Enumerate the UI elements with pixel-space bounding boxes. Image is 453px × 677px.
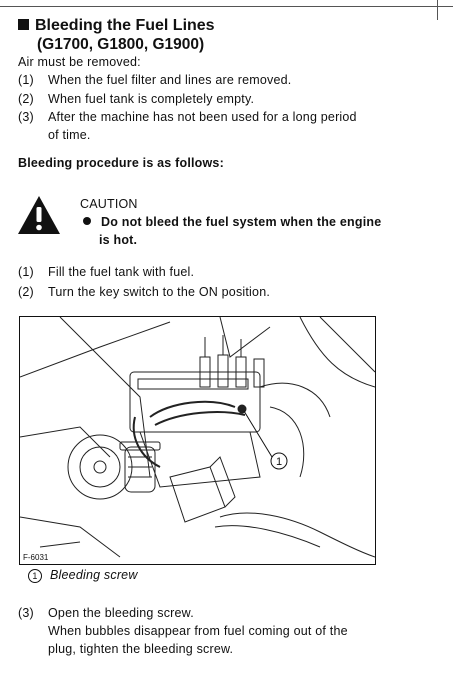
- step-continuation: plug, tighten the bleeding screw.: [48, 642, 234, 656]
- condition-item: (2) When fuel tank is completely empty.: [18, 92, 254, 107]
- condition-text: After the machine has not been used for …: [48, 110, 357, 124]
- step-text: Open the bleeding screw.: [48, 606, 194, 620]
- section-models: (G1700, G1800, G1900): [37, 36, 205, 53]
- step-item: (3) Open the bleeding screw.: [18, 606, 194, 621]
- condition-item: (1) When the fuel filter and lines are re…: [18, 73, 291, 88]
- callout-number: 1: [276, 456, 282, 468]
- condition-number: (1): [18, 73, 34, 87]
- engine-figure: 1 F-6031: [19, 316, 376, 565]
- condition-item: (3) After the machine has not been used f…: [18, 110, 357, 125]
- step-item: (1) Fill the fuel tank with fuel.: [18, 265, 194, 280]
- bullet-square-icon: [18, 19, 29, 30]
- condition-number: (3): [18, 110, 34, 124]
- figure-label: F-6031: [23, 553, 49, 562]
- step-number: (3): [18, 606, 34, 620]
- step-item: (2) Turn the key switch to the ON positio…: [18, 285, 270, 300]
- figure-legend: 1 Bleeding screw: [28, 568, 138, 583]
- caution-text: Do not bleed the fuel system when the en…: [101, 215, 382, 229]
- page-edge-rule: [437, 0, 438, 20]
- step-text: Fill the fuel tank with fuel.: [48, 265, 195, 279]
- section-title-text: Bleeding the Fuel Lines: [35, 17, 215, 34]
- caution-title: CAUTION: [80, 197, 138, 211]
- step-number: (1): [18, 265, 34, 279]
- legend-number: 1: [28, 569, 42, 583]
- condition-number: (2): [18, 92, 34, 106]
- step-text: Turn the key switch to the ON position.: [48, 285, 271, 299]
- procedure-heading: Bleeding procedure is as follows:: [18, 156, 224, 170]
- warning-triangle-icon: [18, 196, 60, 234]
- condition-text: When fuel tank is completely empty.: [48, 92, 255, 106]
- section-title: Bleeding the Fuel Lines: [18, 17, 215, 35]
- condition-text: When the fuel filter and lines are remov…: [48, 73, 292, 87]
- step-continuation: When bubbles disappear from fuel coming …: [48, 624, 348, 638]
- top-rule: [0, 6, 453, 7]
- caution-continuation: is hot.: [99, 233, 138, 247]
- legend-text: Bleeding screw: [50, 568, 138, 582]
- engine-illustration: 1: [20, 317, 375, 558]
- bullet-dot-icon: [83, 217, 91, 225]
- caution-line: Do not bleed the fuel system when the en…: [80, 215, 381, 230]
- condition-continuation: of time.: [48, 128, 91, 142]
- intro-text: Air must be removed:: [18, 55, 141, 69]
- step-number: (2): [18, 285, 34, 299]
